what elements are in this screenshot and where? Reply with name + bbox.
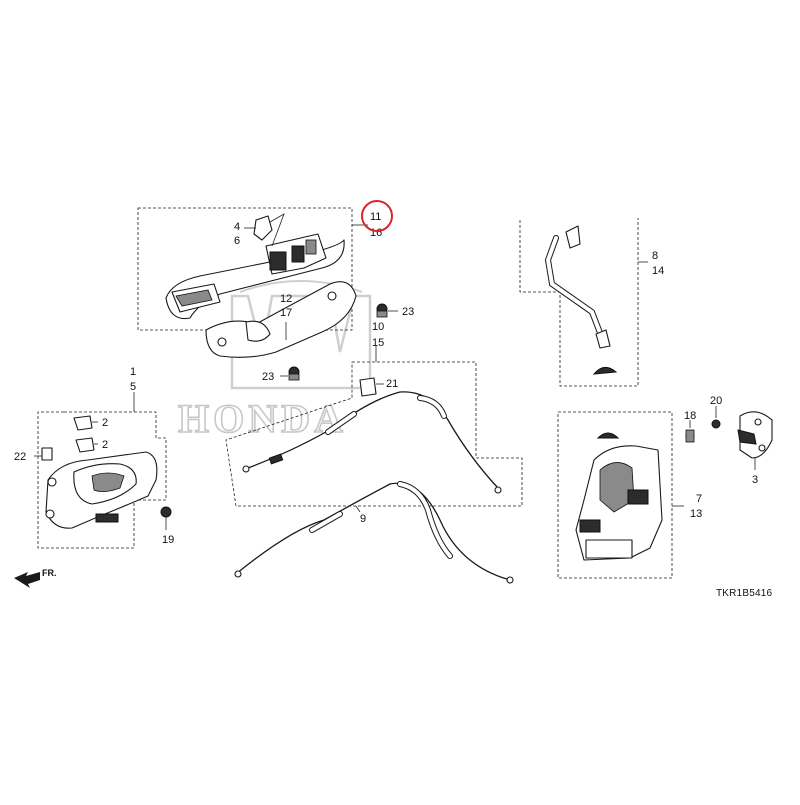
callout-8: 8 xyxy=(652,250,658,262)
rod-grommet xyxy=(592,367,618,375)
striker-group xyxy=(685,406,773,470)
callout-9: 9 xyxy=(360,513,366,525)
inside-handle-hole-top xyxy=(47,477,57,487)
diagram-code: TKR1B5416 xyxy=(716,588,773,599)
outer-cable-grommet xyxy=(418,396,446,418)
handle-mechanism-pin xyxy=(305,239,317,255)
callout-18: 18 xyxy=(684,410,696,422)
callout-5: 5 xyxy=(130,381,136,393)
callout-2-lower: 2 xyxy=(102,439,108,451)
outer-handle-group xyxy=(137,207,368,331)
inner-cable-grommet xyxy=(398,482,452,558)
actuator-motor xyxy=(599,462,635,513)
latch-group xyxy=(557,411,684,579)
callout-7: 7 xyxy=(696,493,702,505)
callout-13: 13 xyxy=(690,508,702,520)
outer-cable-group xyxy=(225,346,523,507)
watermark-label: HONDA xyxy=(178,396,347,441)
handle-mechanism-block xyxy=(269,251,287,271)
rod-group xyxy=(519,218,648,387)
leader-9 xyxy=(355,505,361,513)
bolt-23-upper xyxy=(376,303,398,318)
callout-1: 1 xyxy=(130,366,136,378)
outer-handle-insert xyxy=(175,289,213,307)
callout-21: 21 xyxy=(386,378,398,390)
actuator-connector xyxy=(579,519,601,533)
screw-20 xyxy=(711,419,721,429)
callout-23-lower: 23 xyxy=(262,371,274,383)
rod-clip-lower xyxy=(595,329,611,349)
callout-16: 16 xyxy=(370,227,382,239)
highlight-circle xyxy=(361,200,393,232)
callout-11: 11 xyxy=(370,211,381,223)
handle-mechanism-lever xyxy=(291,245,305,263)
protector-hole-right xyxy=(327,291,337,301)
clip-2-lower xyxy=(75,437,95,453)
inner-cable-end-right xyxy=(506,576,514,584)
inside-handle-pocket xyxy=(91,472,125,492)
latch-frame xyxy=(557,411,673,579)
callout-3: 3 xyxy=(752,474,758,486)
callout-17: 17 xyxy=(280,307,292,319)
handle-protector-group xyxy=(205,281,357,358)
bolt-23-lower xyxy=(280,366,300,381)
callout-23-upper: 23 xyxy=(402,306,414,318)
lock-rod xyxy=(545,236,604,340)
leader-clip-v xyxy=(269,213,285,247)
outer-handle-frame xyxy=(137,207,353,331)
striker-loop xyxy=(737,429,757,445)
front-direction-arrow: FR. xyxy=(14,568,57,588)
outer-cable-ferrule xyxy=(268,453,284,465)
rod-clip-upper xyxy=(565,225,581,249)
honda-watermark: HONDA xyxy=(177,280,372,442)
inner-cable-end-left xyxy=(234,570,242,578)
inside-handle-group xyxy=(34,392,172,549)
callout-20: 20 xyxy=(710,395,722,407)
callout-2-upper: 2 xyxy=(102,417,108,429)
front-direction-label: FR. xyxy=(42,568,57,578)
inner-cable-group xyxy=(234,481,514,584)
outer-cable-frame xyxy=(225,361,523,507)
part-22-cap xyxy=(41,447,53,461)
outer-cable-end-right xyxy=(494,486,502,494)
inside-handle-hole-bottom xyxy=(45,509,55,519)
callout-6: 6 xyxy=(234,235,240,247)
callout-15: 15 xyxy=(372,337,384,349)
inside-handle-frame xyxy=(37,411,167,549)
actuator-lever xyxy=(627,489,649,505)
screw-19 xyxy=(160,506,172,518)
latch-grommet xyxy=(596,432,620,439)
actuator-housing-base xyxy=(585,539,633,559)
clip-2-upper xyxy=(73,415,93,431)
inner-cable-sleeve xyxy=(310,512,342,532)
inside-handle-grip xyxy=(95,513,119,523)
callout-10: 10 xyxy=(372,321,384,333)
callout-22: 22 xyxy=(14,451,26,463)
rod-frame xyxy=(519,218,639,387)
outer-cable-end-left xyxy=(242,465,250,473)
callout-14: 14 xyxy=(652,265,664,277)
outer-cable-sleeve xyxy=(326,412,356,434)
handle-protector-boss xyxy=(245,320,271,342)
handle-clip xyxy=(253,215,273,241)
callout-4: 4 xyxy=(234,221,240,233)
callout-19: 19 xyxy=(162,534,174,546)
protector-hole-left xyxy=(217,337,227,347)
cable-clip-21 xyxy=(359,377,377,397)
callout-12: 12 xyxy=(280,293,292,305)
